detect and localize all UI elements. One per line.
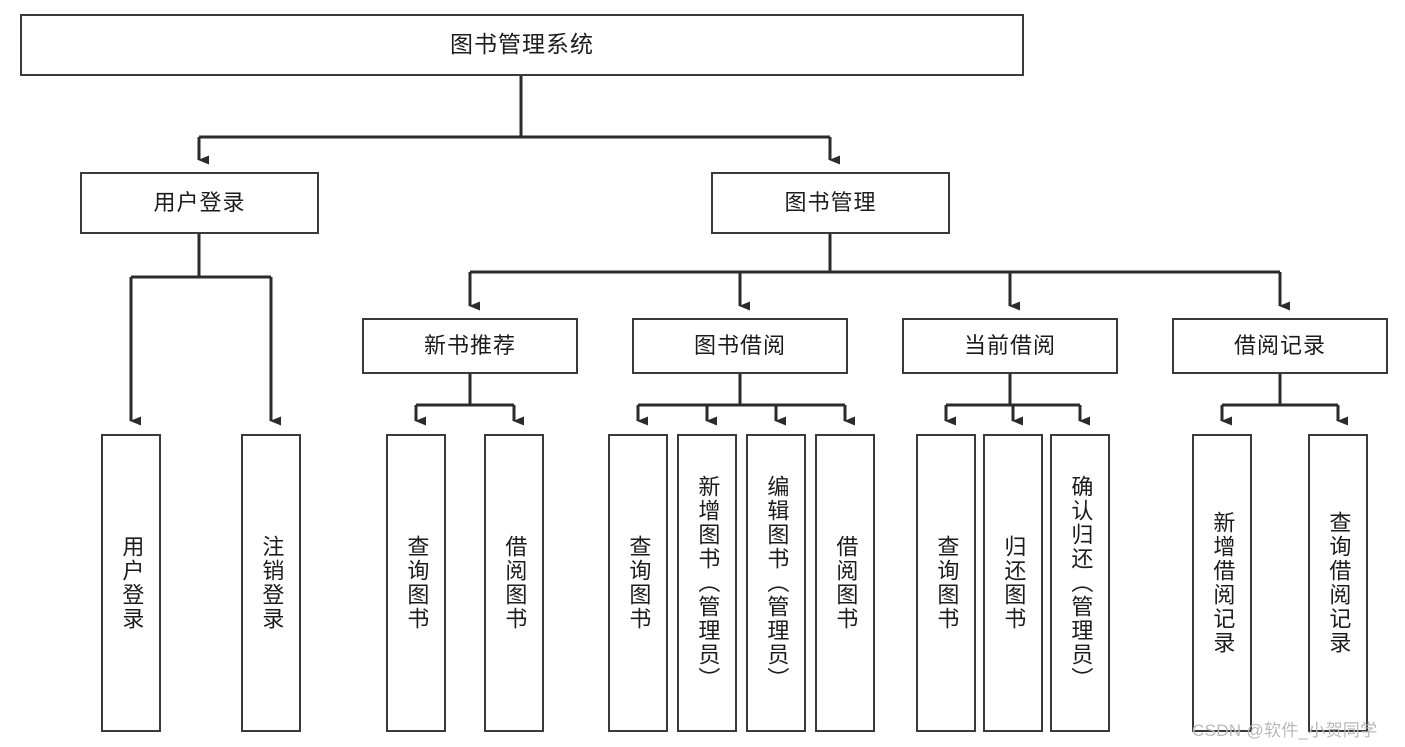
node-label: 借阅图书 xyxy=(833,535,859,631)
node-root-system[interactable]: 图书管理系统 xyxy=(20,14,1024,76)
node-label: 归还图书 xyxy=(1001,535,1027,631)
node-label: 借阅记录 xyxy=(1233,332,1326,358)
node-label: 用户登录 xyxy=(119,535,145,631)
node-label: 当前借阅 xyxy=(963,332,1056,358)
node-label: 新书推荐 xyxy=(423,332,516,358)
node-book-management[interactable]: 图书管理 xyxy=(711,172,950,234)
node-label: 查询图书 xyxy=(934,535,960,631)
leaf-borrow-book-1[interactable]: 借阅图书 xyxy=(484,434,544,732)
leaf-add-record[interactable]: 新增借阅记录 xyxy=(1192,434,1252,732)
node-label: 图书管理系统 xyxy=(450,31,594,58)
leaf-query-book-3[interactable]: 查询图书 xyxy=(916,434,976,732)
node-label: 注销登录 xyxy=(259,535,285,631)
node-user-login[interactable]: 用户登录 xyxy=(80,172,319,234)
leaf-edit-book[interactable]: 编辑图书（管理员） xyxy=(746,434,806,732)
leaf-query-book-2[interactable]: 查询图书 xyxy=(608,434,668,732)
node-label: 编辑图书（管理员） xyxy=(764,475,790,691)
leaf-user-logout[interactable]: 注销登录 xyxy=(241,434,301,732)
node-label: 新增借阅记录 xyxy=(1210,511,1236,655)
node-label: 确认归还（管理员） xyxy=(1068,475,1094,691)
node-book-borrow[interactable]: 图书借阅 xyxy=(632,318,848,374)
node-label: 查询图书 xyxy=(626,535,652,631)
watermark-text: CSDN @软件_小贺同学 xyxy=(1192,721,1378,740)
leaf-confirm-return[interactable]: 确认归还（管理员） xyxy=(1050,434,1110,732)
node-label: 图书管理 xyxy=(784,189,877,215)
node-label: 查询图书 xyxy=(404,535,430,631)
leaf-return-book[interactable]: 归还图书 xyxy=(983,434,1043,732)
node-new-book-recommend[interactable]: 新书推荐 xyxy=(362,318,578,374)
node-label: 查询借阅记录 xyxy=(1326,511,1352,655)
node-label: 图书借阅 xyxy=(693,332,786,358)
node-label: 用户登录 xyxy=(153,189,246,215)
node-current-borrow[interactable]: 当前借阅 xyxy=(902,318,1118,374)
node-label: 新增图书（管理员） xyxy=(695,475,721,691)
leaf-add-book[interactable]: 新增图书（管理员） xyxy=(677,434,737,732)
leaf-borrow-book-2[interactable]: 借阅图书 xyxy=(815,434,875,732)
node-borrow-record[interactable]: 借阅记录 xyxy=(1172,318,1388,374)
leaf-query-record[interactable]: 查询借阅记录 xyxy=(1308,434,1368,732)
leaf-query-book-1[interactable]: 查询图书 xyxy=(386,434,446,732)
leaf-user-login[interactable]: 用户登录 xyxy=(101,434,161,732)
node-label: 借阅图书 xyxy=(502,535,528,631)
